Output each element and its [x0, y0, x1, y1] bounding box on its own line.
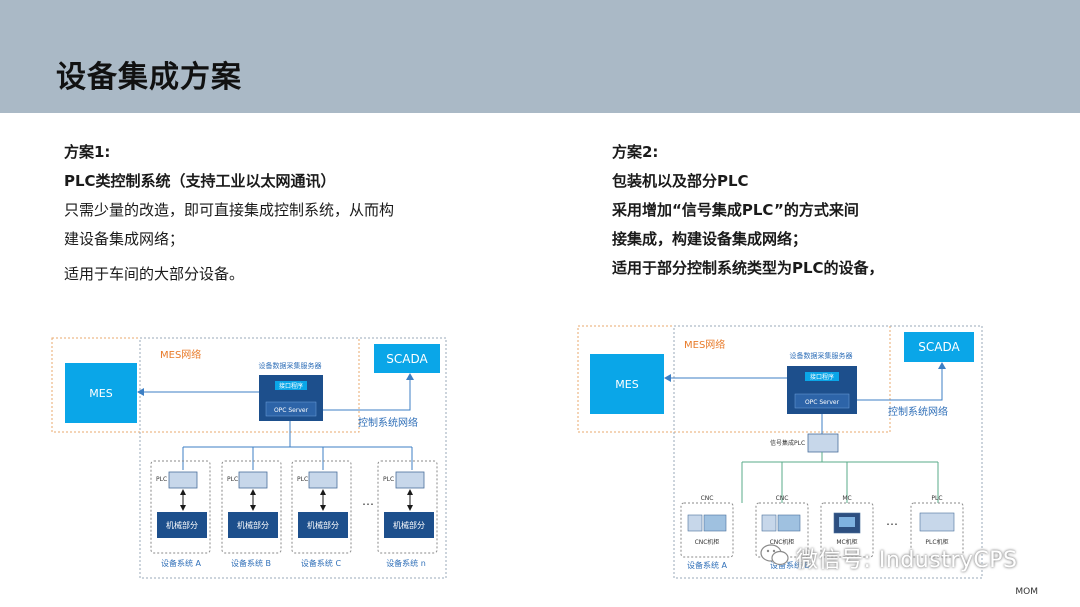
interface-program-box [275, 381, 307, 390]
system-b-label-2: 设备系统 B [770, 560, 810, 570]
system-n: PLC 机械部分 设备系统 n [377, 447, 438, 568]
interface-program-box-2 [805, 372, 839, 381]
svg-text:…: … [886, 514, 898, 528]
system-b-label: 设备系统 B [231, 558, 271, 568]
plan2-text: 方案2: 包装机以及部分PLC 采用增加“信号集成PLC”的方式来间 接集成，构… [612, 138, 952, 283]
opc-server-box-2 [794, 393, 850, 409]
unit-1: CNC CNC机柜 [680, 462, 743, 558]
signal-plc-label: 信号集成PLC [770, 439, 805, 447]
plan2-line4: 适用于部分控制系统类型为PLC的设备， [612, 259, 884, 277]
scada-label: SCADA [386, 352, 428, 366]
header-bar [0, 0, 1080, 113]
control-network-boundary-2 [673, 325, 983, 579]
watermark-text: 微信号: IndustryCPS [796, 548, 1018, 573]
interface-program-label-2: 接口程序 [810, 373, 834, 381]
svg-text:机械部分: 机械部分 [393, 520, 425, 530]
svg-text:MC: MC [842, 495, 851, 502]
interface-program-label: 接口程序 [279, 382, 303, 390]
mes-network-label-2: MES网络 [684, 338, 725, 351]
svg-text:PLC: PLC [931, 495, 942, 502]
svg-text:机械部分: 机械部分 [166, 520, 198, 530]
plan2-heading: 方案2: [612, 143, 659, 161]
diagram2: MES网络 MES SCADA 设备数据采集服务器 接口程序 OPC Serve… [577, 325, 983, 579]
mes-label-2: MES [615, 378, 638, 391]
plan1-heading: 方案1: [64, 143, 111, 161]
opc-server-label: OPC Server [274, 407, 309, 414]
svg-text:PLC: PLC [156, 476, 167, 483]
plan2-line3: 接集成，构建设备集成网络； [612, 230, 808, 248]
svg-text:CNC: CNC [776, 495, 789, 502]
system-a-label: 设备系统 A [161, 558, 202, 568]
svg-text:PLC: PLC [227, 476, 238, 483]
mes-box-2 [590, 354, 664, 414]
wechat-icon [760, 544, 789, 566]
plan1-line3: 建设备集成网络； [64, 230, 185, 248]
unit-2: CNC CNC机柜 [755, 462, 809, 558]
page-title: 设备集成方案 [56, 60, 242, 95]
server-title-2: 设备数据采集服务器 [790, 351, 853, 360]
footer-label: MOM [1015, 587, 1038, 597]
svg-text:PLC: PLC [297, 476, 308, 483]
scada-label-2: SCADA [918, 340, 960, 354]
svg-text:CNC: CNC [701, 495, 714, 502]
opc-server-box [265, 401, 317, 417]
mes-label: MES [89, 387, 112, 400]
server-title: 设备数据采集服务器 [259, 361, 322, 370]
scada-box-2 [904, 332, 974, 362]
svg-text:机械部分: 机械部分 [237, 520, 269, 530]
svg-text:…: … [362, 494, 374, 508]
svg-text:CNC机柜: CNC机柜 [770, 538, 795, 546]
control-network-boundary [139, 337, 447, 579]
svg-text:CNC机柜: CNC机柜 [695, 538, 720, 546]
plan1-line4: 适用于车间的大部分设备。 [64, 265, 245, 283]
unit-4: PLC PLC机柜 [910, 462, 964, 558]
system-a: PLC 机械部分 设备系统 A [150, 447, 211, 568]
system-n-label: 设备系统 n [386, 558, 426, 568]
mes-box [65, 363, 137, 423]
mes-network-label: MES网络 [160, 348, 201, 361]
server-to-scada-arrow-2 [857, 362, 946, 401]
plan2-line1: 包装机以及部分PLC [612, 172, 749, 190]
plan1-line1: PLC类控制系统（支持工业以太网通讯） [64, 172, 336, 190]
svg-text:机械部分: 机械部分 [307, 520, 339, 530]
plan2-line2: 采用增加“信号集成PLC”的方式来间 [612, 201, 859, 219]
svg-text:PLC: PLC [383, 476, 394, 483]
diagram1: MES网络 MES SCADA 设备数据采集服务器 接口程序 OPC Serve… [51, 337, 447, 579]
signal-plc-box [807, 433, 839, 453]
system-b: PLC 机械部分 设备系统 B [221, 447, 282, 568]
svg-text:MC机柜: MC机柜 [836, 538, 857, 546]
plan1-text: 方案1: PLC类控制系统（支持工业以太网通讯） 只需少量的改造，即可直接集成控… [64, 138, 444, 289]
scada-box [374, 344, 440, 373]
control-network-label-2: 控制系统网络 [888, 405, 948, 418]
svg-text:PLC机柜: PLC机柜 [925, 538, 948, 546]
system-a-label-2: 设备系统 A [687, 560, 728, 570]
opc-server-label-2: OPC Server [805, 399, 840, 406]
unit-3: MC MC机柜 [820, 462, 874, 558]
control-network-label: 控制系统网络 [358, 416, 418, 429]
server-to-scada-arrow [323, 373, 414, 411]
system-c-label: 设备系统 C [301, 558, 342, 568]
plan1-line2: 只需少量的改造，即可直接集成控制系统，从而构 [64, 201, 395, 219]
system-c: PLC 机械部分 设备系统 C [291, 447, 352, 568]
